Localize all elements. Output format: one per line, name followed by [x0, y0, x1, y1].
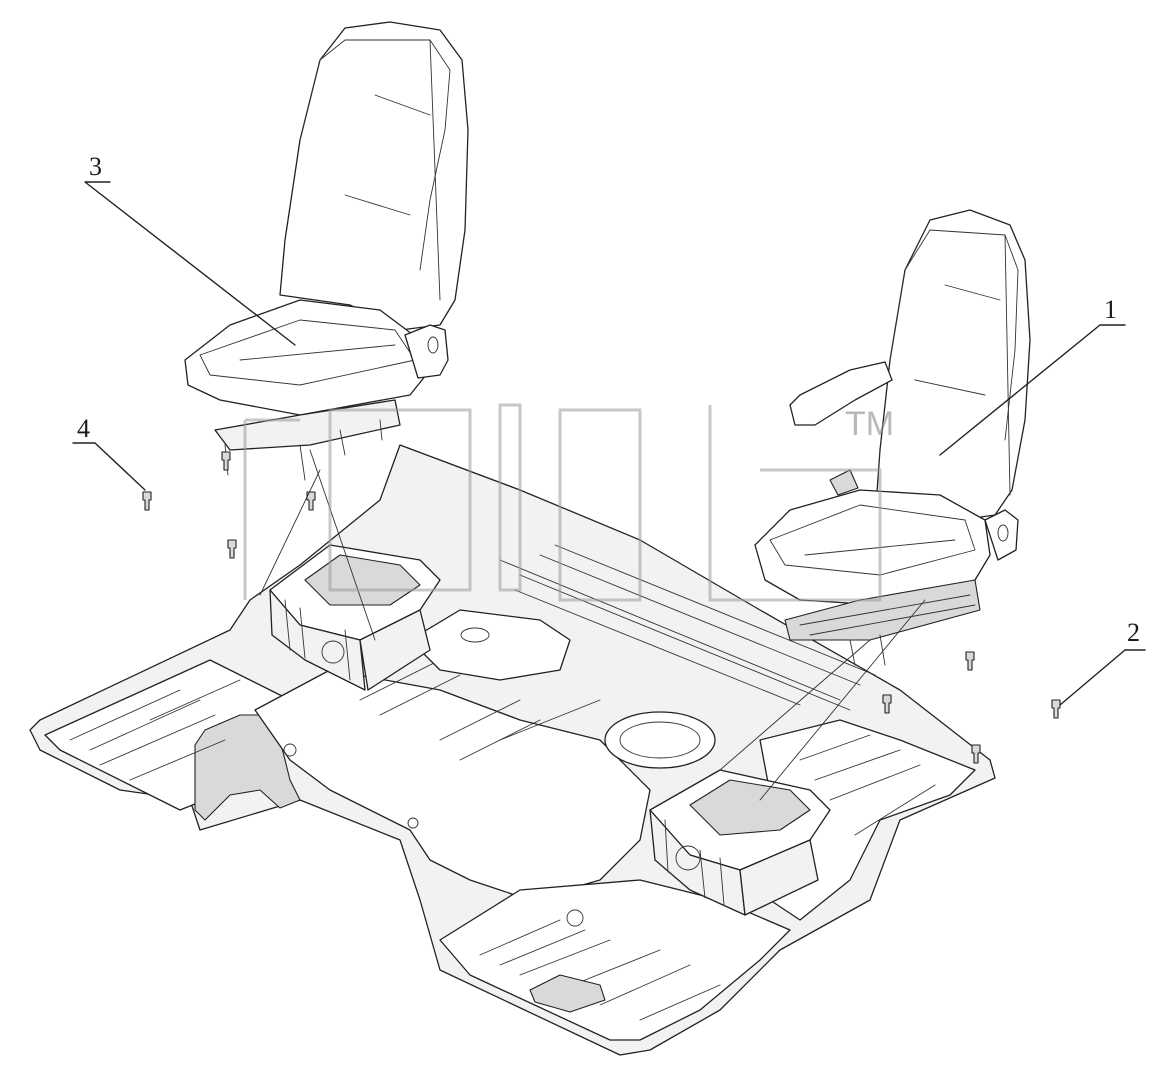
assembly-guide-lines [259, 449, 926, 801]
bolt-icon [142, 491, 152, 511]
bolts-group [142, 451, 1061, 764]
watermark-logo: TM [243, 403, 894, 602]
callout-label-2: 2 [1127, 618, 1140, 647]
callout-label-1: 1 [1104, 295, 1117, 324]
right-seat-riser-box [649, 769, 831, 916]
bolt-icon [221, 451, 231, 471]
bolt-icon [882, 694, 892, 714]
callout-label-4: 4 [77, 414, 90, 443]
bolt-icon [965, 651, 975, 671]
callout-4: 4 [72, 414, 146, 491]
bolt-icon [1051, 699, 1061, 719]
callout-3: 3 [84, 152, 296, 346]
callout-2: 2 [1059, 618, 1146, 706]
callout-1: 1 [939, 295, 1126, 456]
driver-seat [754, 209, 1031, 666]
left-seat-riser-box [269, 544, 441, 691]
bolt-icon [306, 491, 316, 511]
watermark-trademark: TM [845, 405, 894, 443]
bolt-icon [227, 539, 237, 559]
passenger-seat [184, 21, 469, 481]
bolt-icon [971, 744, 981, 764]
callout-label-3: 3 [89, 152, 102, 181]
